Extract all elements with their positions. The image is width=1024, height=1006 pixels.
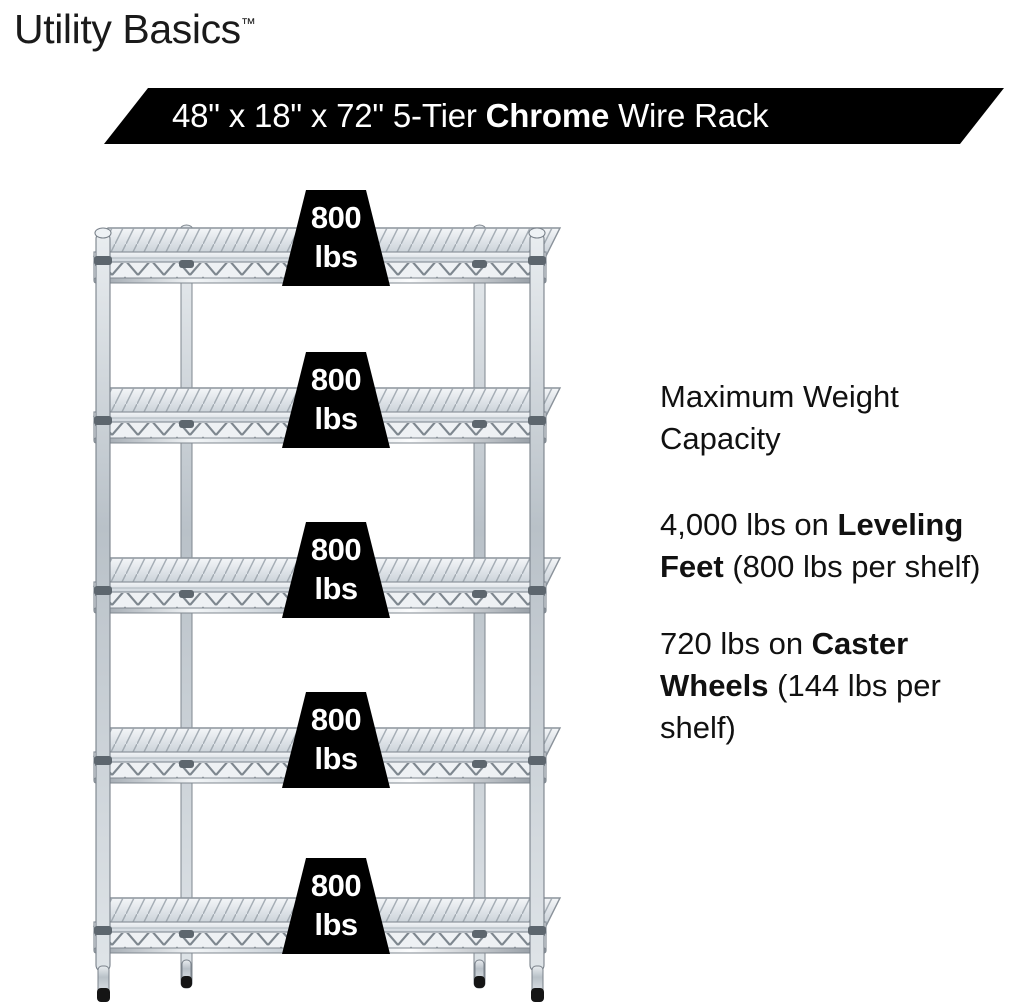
caster-amount: 720 lbs on: [660, 626, 812, 662]
badge-unit: lbs: [314, 571, 358, 606]
badge-value: 800: [310, 532, 362, 568]
rack-svg: [93, 224, 561, 1002]
leveling-feet: [97, 959, 544, 1002]
capacity-copy: Maximum Weight Capacity 4,000 lbs on Lev…: [660, 376, 1020, 749]
leveling-amount: 4,000 lbs on: [660, 506, 838, 542]
banner-product: Wire Rack: [618, 97, 769, 134]
badge-unit: lbs: [314, 401, 358, 436]
capacity-heading-line2: Capacity: [660, 420, 781, 456]
caster-detail: (144 lbs per shelf): [660, 668, 941, 746]
badge-value: 800: [310, 702, 362, 738]
badge-value: 800: [310, 200, 362, 236]
leveling-detail: (800 lbs per shelf): [723, 548, 981, 584]
capacity-heading: Maximum Weight Capacity: [660, 376, 1020, 460]
capacity-heading-line1: Maximum Weight: [660, 379, 899, 414]
brand-title: Utility Basics™: [14, 6, 256, 53]
badge-value: 800: [310, 362, 362, 398]
product-title-text: 48" x 18" x 72" 5-Tier Chrome Wire Rack: [104, 88, 1004, 144]
leveling-emphasis: Leveling Feet: [660, 506, 964, 584]
banner-dimensions: 48" x 18" x 72": [172, 97, 384, 134]
caster-emphasis: Caster Wheels: [660, 626, 909, 704]
trademark-symbol: ™: [240, 15, 256, 33]
leveling-feet-capacity: 4,000 lbs on Leveling Feet (800 lbs per …: [660, 504, 1020, 588]
badge-value: 800: [310, 868, 362, 904]
product-title-banner: 48" x 18" x 72" 5-Tier Chrome Wire Rack: [104, 88, 1004, 144]
banner-tier: 5-Tier: [392, 97, 477, 134]
brand-name: Utility Basics: [14, 6, 241, 52]
badge-unit: lbs: [314, 239, 358, 274]
badge-unit: lbs: [314, 907, 358, 942]
caster-wheels-capacity: 720 lbs on Caster Wheels (144 lbs per sh…: [660, 623, 1020, 749]
badge-unit: lbs: [314, 741, 358, 776]
banner-material: Chrome: [485, 97, 610, 134]
wire-rack-illustration: [60, 160, 620, 1006]
post-collars: [94, 256, 546, 938]
